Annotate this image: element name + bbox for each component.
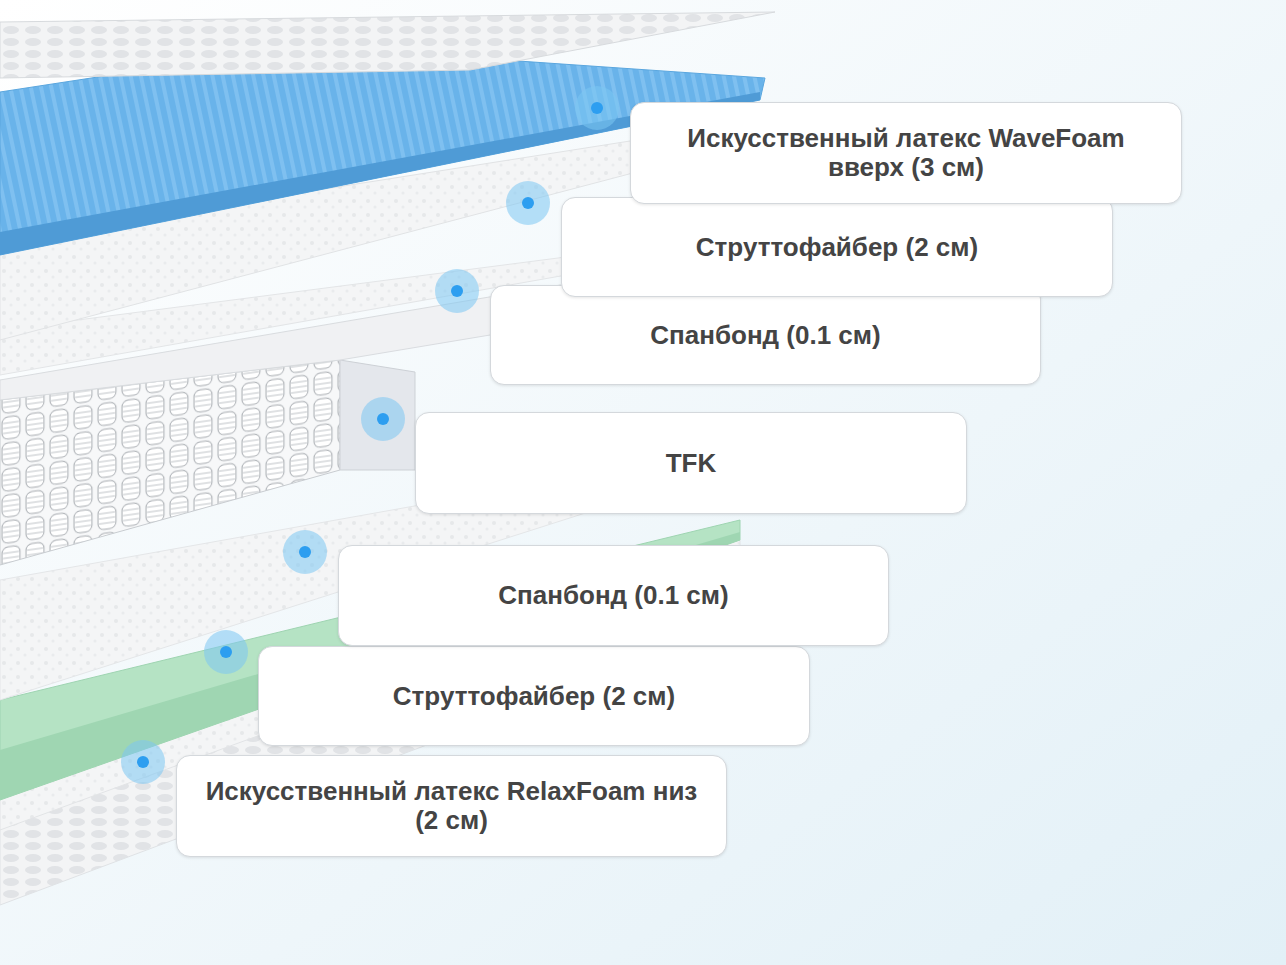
layer-label: Спанбонд (0.1 см) <box>650 321 880 350</box>
layer-label: Струттофайбер (2 см) <box>696 233 978 262</box>
callout-box: Струттофайбер (2 см) <box>258 646 810 746</box>
callout-box: TFK <box>415 412 967 514</box>
tfk-side <box>340 360 415 470</box>
marker-dot <box>522 197 534 209</box>
marker-halo <box>121 740 165 784</box>
marker-halo <box>506 181 550 225</box>
layer-label: Искусственный латекс WaveFoam вверх (3 с… <box>657 124 1155 182</box>
layer-label: Искусственный латекс RelaxFoam низ (2 см… <box>203 777 700 835</box>
marker-halo <box>204 630 248 674</box>
marker-dot <box>451 285 463 297</box>
marker-halo <box>435 269 479 313</box>
callout-box: Спанбонд (0.1 см) <box>338 545 889 646</box>
layer-label: TFK <box>666 449 717 478</box>
callout-box: Спанбонд (0.1 см) <box>490 285 1041 385</box>
callout-box: Искусственный латекс WaveFoam вверх (3 с… <box>630 102 1182 204</box>
marker-halo <box>361 397 405 441</box>
top-cover <box>0 12 775 78</box>
marker-dot <box>220 646 232 658</box>
marker-halo <box>575 86 619 130</box>
callout-box: Струттофайбер (2 см) <box>561 197 1113 297</box>
marker-dot <box>377 413 389 425</box>
layer-label: Струттофайбер (2 см) <box>393 682 675 711</box>
marker-dot <box>137 756 149 768</box>
layer-label: Спанбонд (0.1 см) <box>498 581 728 610</box>
marker-halo <box>283 530 327 574</box>
callout-box: Искусственный латекс RelaxFoam низ (2 см… <box>176 755 727 857</box>
marker-dot <box>591 102 603 114</box>
marker-dot <box>299 546 311 558</box>
